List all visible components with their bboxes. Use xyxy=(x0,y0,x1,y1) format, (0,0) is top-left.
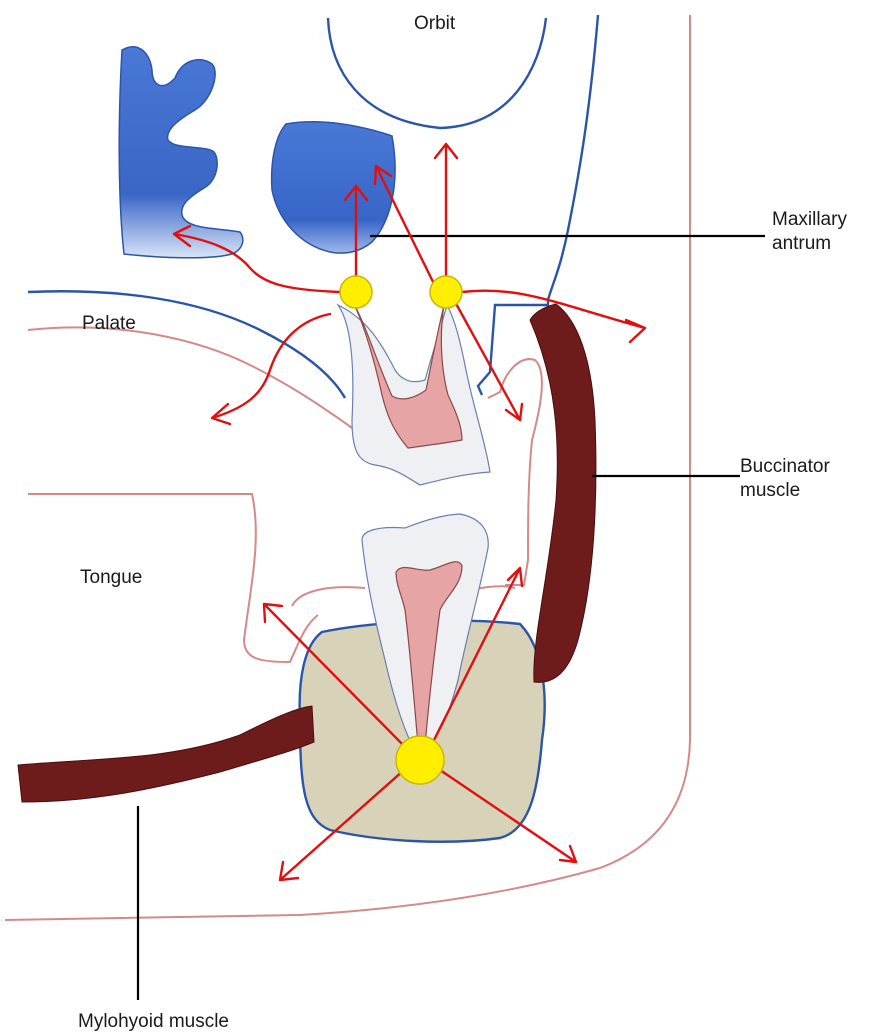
buccinator-muscle-label: Buccinator muscle xyxy=(740,455,830,503)
buccinator-muscle xyxy=(530,304,596,682)
mylohyoid-muscle-label: Mylohyoid muscle xyxy=(78,1010,229,1034)
upper-apex-marker-right xyxy=(430,276,462,308)
palate-mucosa-outline xyxy=(28,327,355,430)
arrow-to-orbit xyxy=(435,144,457,292)
orbit-label: Orbit xyxy=(414,12,455,36)
upper-tooth-enamel xyxy=(338,305,490,485)
lingual-gingiva-outline xyxy=(292,587,365,606)
tongue-outline xyxy=(28,494,318,662)
mylohyoid-muscle xyxy=(18,706,314,802)
palate-bone-outline xyxy=(28,291,345,398)
upper-vestibule-outline xyxy=(488,359,542,585)
tongue-label: Tongue xyxy=(80,566,142,590)
maxillary-antrum-label: Maxillary antrum xyxy=(772,208,847,256)
buccinator-muscle-label-line2: muscle xyxy=(740,479,830,503)
arrow-to-palate xyxy=(212,314,330,424)
palate-label: Palate xyxy=(82,312,136,336)
maxillary-antrum-shape xyxy=(272,122,395,253)
maxillary-antrum-label-line1: Maxillary xyxy=(772,208,847,232)
buccinator-muscle-label-line1: Buccinator xyxy=(740,455,830,479)
arrow-to-antrum-right xyxy=(375,166,438,292)
upper-apex-marker-left xyxy=(340,276,372,308)
lower-apex-marker xyxy=(396,736,444,784)
maxillary-sinus-left xyxy=(119,47,243,258)
maxillary-antrum-label-line2: antrum xyxy=(772,232,847,256)
